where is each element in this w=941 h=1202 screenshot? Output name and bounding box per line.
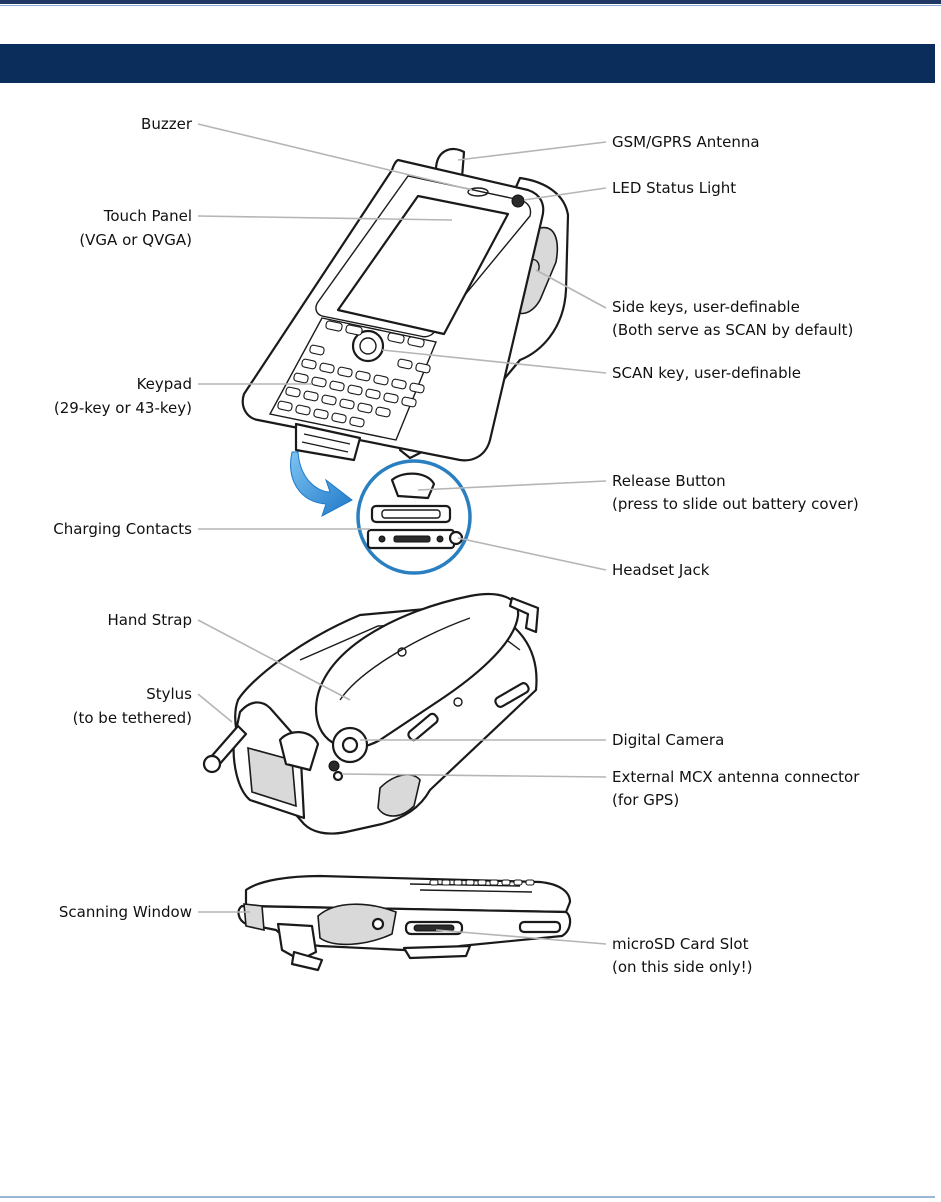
- device-front-view: [241, 147, 570, 462]
- label-touch-panel-sub: (VGA or QVGA): [79, 231, 192, 249]
- label-microsd-slot-sub: (on this side only!): [612, 958, 753, 976]
- label-scanning-window: Scanning Window: [59, 903, 192, 921]
- label-scan-key: SCAN key, user-definable: [612, 364, 801, 382]
- device-back-view: [202, 592, 540, 835]
- label-buzzer: Buzzer: [141, 115, 193, 133]
- section-header-band: [0, 44, 935, 83]
- label-hand-strap: Hand Strap: [107, 611, 192, 629]
- label-mcx-connector-sub: (for GPS): [612, 791, 679, 809]
- label-microsd-slot: microSD Card Slot: [612, 935, 749, 953]
- label-digital-camera: Digital Camera: [612, 731, 724, 749]
- label-headset-jack: Headset Jack: [612, 561, 710, 579]
- bottom-rule: [0, 1196, 935, 1198]
- label-charging-contacts: Charging Contacts: [53, 520, 192, 538]
- device-side-view: [237, 874, 572, 972]
- keypad-keys: [277, 344, 431, 428]
- label-release-button: Release Button: [612, 472, 726, 490]
- label-touch-panel: Touch Panel: [103, 207, 192, 225]
- label-gsm-antenna: GSM/GPRS Antenna: [612, 133, 760, 151]
- label-side-keys: Side keys, user-definable: [612, 298, 800, 316]
- top-rule: [0, 0, 941, 4]
- label-stylus: Stylus: [146, 685, 192, 703]
- label-mcx-connector: External MCX antenna connector: [612, 768, 860, 786]
- label-stylus-sub: (to be tethered): [73, 709, 192, 727]
- connector-zoom-inset: [356, 459, 472, 575]
- label-side-keys-sub: (Both serve as SCAN by default): [612, 321, 853, 339]
- label-keypad-sub: (29-key or 43-key): [54, 399, 192, 417]
- top-rule-accent: [0, 5, 941, 6]
- label-led-status: LED Status Light: [612, 179, 736, 197]
- leader-lines: [197, 123, 607, 945]
- label-release-button-sub: (press to slide out battery cover): [612, 495, 859, 513]
- pointer-arrow-icon: [290, 451, 353, 518]
- label-keypad: Keypad: [137, 375, 192, 393]
- side-view-keys: [429, 879, 535, 886]
